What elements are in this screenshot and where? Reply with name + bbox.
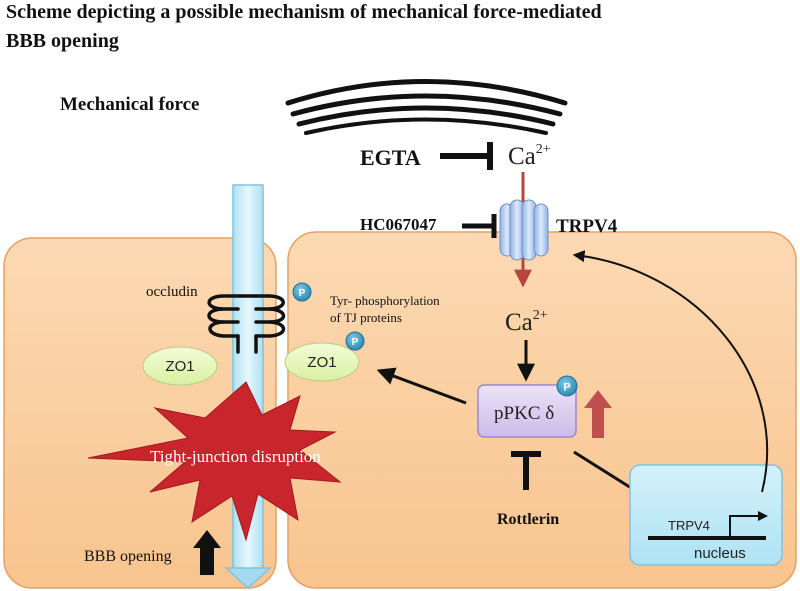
occludin-phospho-badge xyxy=(292,282,312,302)
diagram-title-line2: BBB opening xyxy=(6,30,119,52)
bbb-opening-label: BBB opening xyxy=(84,548,172,565)
tyr-phosphorylation-label-line2: of TJ proteins xyxy=(330,310,402,325)
pkc-increase-up-arrow xyxy=(584,390,612,438)
pkc-phospho-letter: P xyxy=(563,382,570,394)
bbb-opening-up-arrow xyxy=(193,530,221,575)
trpv4-expression-feedback-arrow xyxy=(572,250,768,493)
ppkc-delta-box xyxy=(477,384,577,438)
pkc-to-zo1-arrow xyxy=(376,367,467,405)
occludin-strands xyxy=(207,294,286,354)
zo1-left-ellipse xyxy=(142,346,218,386)
calcium-intracellular-label: Ca2+ xyxy=(505,308,548,336)
mechanical-force-label: Mechanical force xyxy=(60,94,199,115)
trpv4-gene-label: TRPV4 xyxy=(668,518,710,533)
calcium-extracellular-label: Ca2+ xyxy=(508,142,551,170)
egta-label: EGTA xyxy=(360,145,421,170)
zo1-right-label: ZO1 xyxy=(307,354,336,371)
channel-down-arrowhead xyxy=(224,567,272,590)
occludin-pointer xyxy=(219,294,227,297)
zo1-phospho-letter: P xyxy=(352,337,359,348)
nucleus-label: nucleus xyxy=(694,545,746,562)
ppkc-delta-label: pPKC δ xyxy=(494,403,554,424)
transcription-start-arrow xyxy=(729,515,760,538)
rottlerin-label: Rottlerin xyxy=(497,511,559,528)
hc067047-label: HC067047 xyxy=(360,215,437,234)
tight-junction-disruption-label: Tight-junction disruption xyxy=(150,447,321,466)
transcription-arrowhead xyxy=(758,511,768,521)
mechanical-force-waves xyxy=(285,79,568,135)
zo1-right-ellipse xyxy=(284,342,360,382)
pkc-phospho-badge xyxy=(556,375,578,397)
occludin-phospho-letter: P xyxy=(299,288,306,299)
trpv4-channel-label: TRPV4 xyxy=(556,216,618,237)
diagram-title-line1: Scheme depicting a possible mechanism of… xyxy=(6,1,602,23)
tyr-phosphorylation-label-line1: Tyr- phosphorylation xyxy=(330,293,440,308)
zo1-phospho-badge xyxy=(345,331,365,351)
zo1-left-label: ZO1 xyxy=(165,358,194,375)
trpv4-channel-icon xyxy=(499,199,549,261)
tight-junction-disruption-burst xyxy=(87,381,342,542)
occludin-label: occludin xyxy=(146,284,198,300)
